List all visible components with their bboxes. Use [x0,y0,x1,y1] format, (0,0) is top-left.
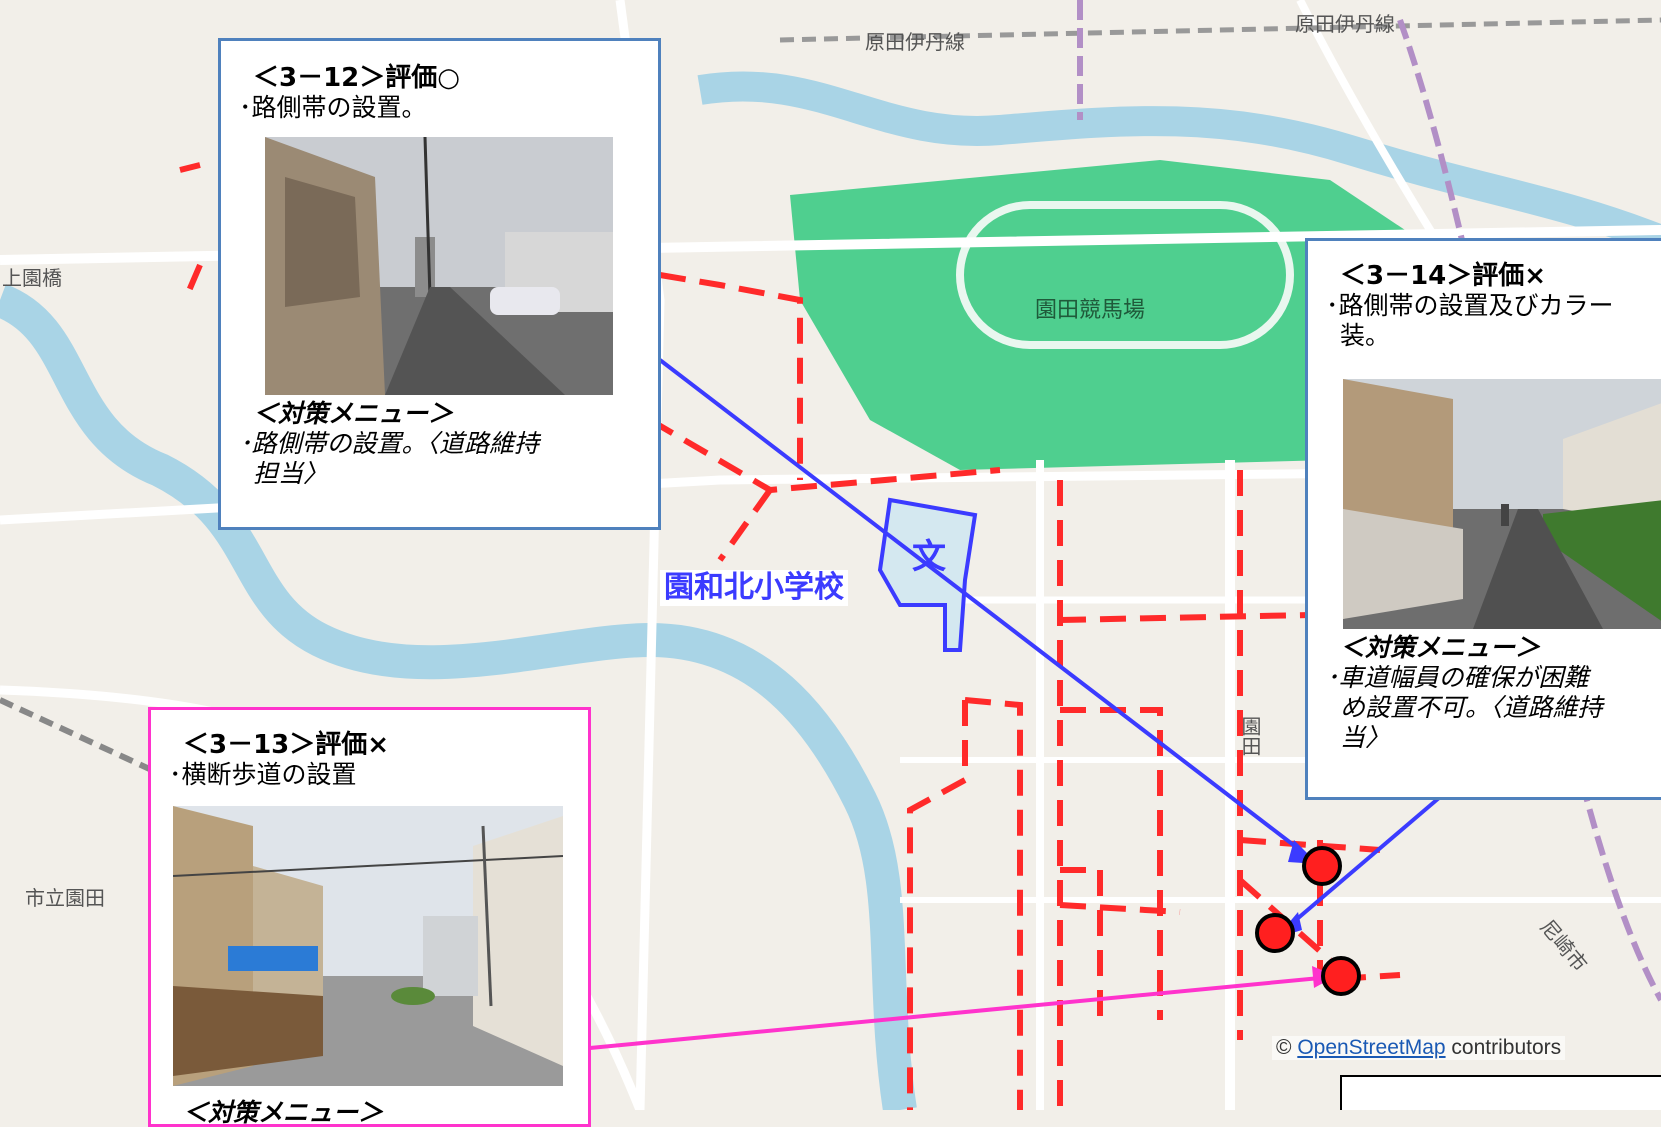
label-road-right: 園田 [1238,716,1262,756]
school-icon: 文 [912,537,946,577]
legend-box-partial [1340,1075,1661,1110]
label-railway-top: 原田伊丹線 [865,30,965,54]
label-railway-top-right: 原田伊丹線 [1295,12,1395,36]
label-left-bridge: 上園橋 [2,266,62,290]
callout-title: ＜3－13＞評価× [183,730,390,760]
callout-measure-cont: 装。 [1340,321,1391,350]
callout-menu-text: ･車道幅員の確保が困難 [1326,663,1589,692]
callout-measure: ･横断歩道の設置 [169,760,357,789]
callout-menu-text-cont: め設置不可。〈道路維持 [1340,693,1603,722]
location-3-12[interactable] [1302,846,1342,886]
callout-menu-text-cont: 担当〉 [253,459,329,488]
river-upper [697,71,1661,254]
callout-title: ＜3－12＞評価○ [253,63,460,93]
street-photo [173,806,563,1086]
attribution-prefix: © [1276,1036,1298,1059]
callout-3-14: ＜3－14＞評価× ･路側帯の設置及びカラー 装。 ＜対策メニュー＞ ･車道幅員… [1305,238,1661,800]
label-racecourse: 園田競馬場 [1035,298,1146,323]
street-photo [1343,379,1661,629]
school-name-label: 園和北小学校 [660,570,848,606]
map-attribution: © OpenStreetMap contributors [1272,1036,1566,1060]
callout-menu-heading: ＜対策メニュー＞ [1340,633,1541,662]
callout-menu-text: ･路側帯の設置。〈道路維持 [239,429,540,458]
school-grounds [877,497,978,652]
attribution-suffix: contributors [1445,1036,1562,1059]
railway-line [779,17,1661,43]
callout-title: ＜3－14＞評価× [1340,261,1547,291]
river [0,284,917,1110]
callout-menu-heading: ＜対策メニュー＞ [253,399,454,428]
callout-3-13: ＜3－13＞評価× ･横断歩道の設置 ＜対策メニュー＞ [148,707,591,1127]
callout-menu-heading: ＜対策メニュー＞ [183,1098,384,1127]
label-left-school: 市立園田 [25,886,105,910]
location-3-13[interactable] [1321,956,1361,996]
racecourse-track [956,201,1294,349]
callout-measure: ･路側帯の設置及びカラー [1326,291,1614,320]
callout-measure: ･路側帯の設置。 [239,93,427,122]
callout-3-12: ＜3－12＞評価○ ･路側帯の設置。 ＜対策メニュー＞ ･路側帯の設置。〈道路維… [218,38,661,530]
street-photo [265,137,613,395]
location-3-14[interactable] [1255,913,1295,953]
callout-menu-text-cont2: 当〉 [1340,723,1391,752]
school-route-lines [179,162,1401,1110]
railway-line-left [0,697,262,823]
openstreetmap-link[interactable]: OpenStreetMap [1297,1036,1446,1059]
